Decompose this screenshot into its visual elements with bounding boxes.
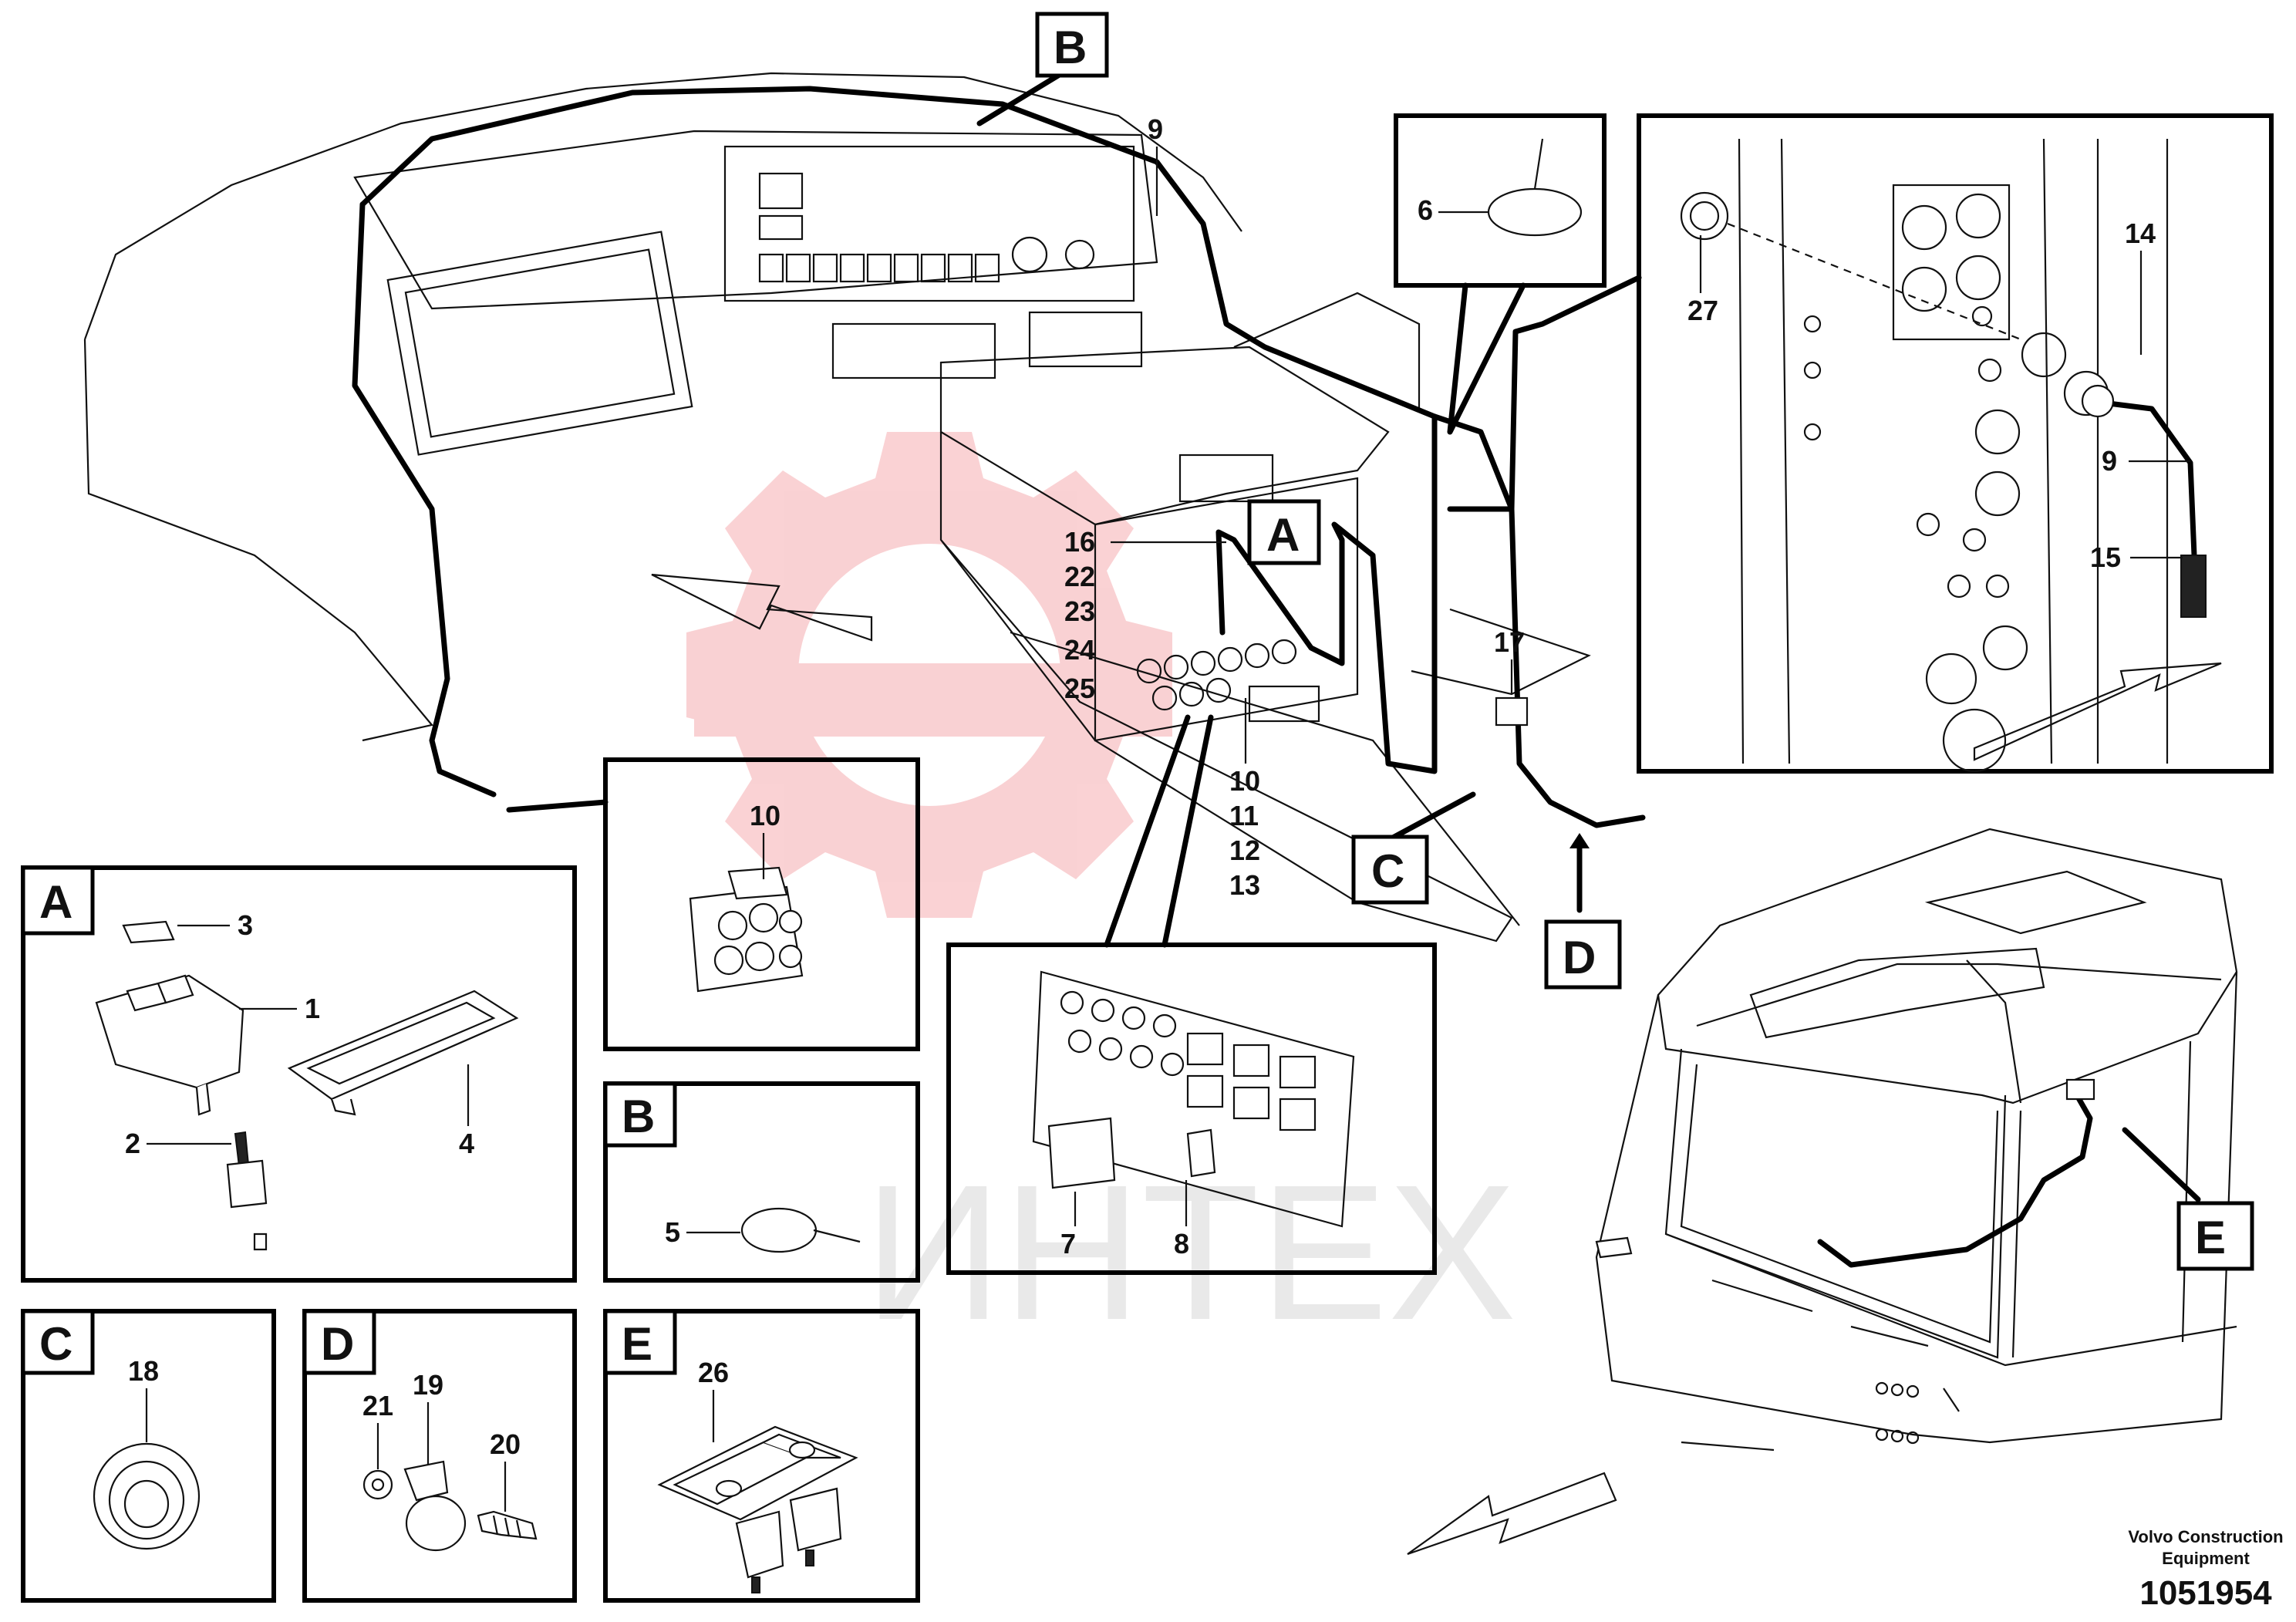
detail-box-A: A 3 1 2 4 (21, 865, 577, 1283)
label-13: 13 (1229, 869, 1260, 901)
callout-C: C (1351, 791, 1476, 905)
svg-text:B: B (1054, 22, 1087, 73)
label-9: 9 (2102, 445, 2117, 477)
callout-D: D (1544, 833, 1622, 990)
label-3: 3 (238, 909, 253, 941)
label-19: 19 (413, 1369, 443, 1401)
watermark-text: ИНТЕХ (864, 1145, 1516, 1360)
label-18: 18 (128, 1355, 159, 1387)
inset-tie-6: 6 (1394, 113, 1607, 435)
connector-17 (1495, 696, 1529, 727)
svg-text:A: A (1266, 509, 1300, 561)
detail-box-E: E 26 (603, 1309, 920, 1603)
inset-relay-fuse: 7 8 (946, 714, 1437, 1275)
callout-E: E (2122, 1127, 2254, 1271)
svg-text:E: E (2195, 1212, 2226, 1263)
label-9-top: 9 (1148, 113, 1163, 145)
label-15: 15 (2090, 541, 2121, 573)
label-8: 8 (1174, 1228, 1189, 1259)
callout-A: A (1247, 499, 1321, 565)
label-24: 24 (1064, 634, 1095, 666)
detail-box-B: B 5 (603, 1081, 920, 1283)
label-26: 26 (698, 1357, 729, 1388)
label-10: 10 (1229, 765, 1260, 797)
svg-text:C: C (1371, 845, 1404, 897)
label-14: 14 (2125, 218, 2156, 249)
detail-box-C: C 18 (21, 1309, 276, 1603)
svg-text:D: D (321, 1318, 354, 1370)
svg-text:6: 6 (1418, 194, 1433, 226)
label-22: 22 (1064, 561, 1095, 592)
label-21: 21 (362, 1390, 393, 1421)
svg-text:D: D (1563, 932, 1596, 983)
watermark-logo (686, 432, 1172, 918)
label-4: 4 (459, 1128, 474, 1159)
label-27: 27 (1687, 295, 1718, 326)
detail-box-D: D 21 19 20 (302, 1309, 577, 1603)
label-plug-10: 10 (750, 800, 781, 831)
svg-text:C: C (39, 1318, 72, 1370)
dashboard-drawing (83, 72, 1646, 943)
svg-text:A: A (39, 876, 72, 928)
label-11: 11 (1229, 800, 1259, 831)
brand-line-2: Equipment (2162, 1549, 2250, 1568)
cab-drawing (1407, 828, 2238, 1556)
label-17: 17 (1494, 626, 1525, 658)
drawing-number: 1051954 (2139, 1574, 2272, 1612)
svg-text:E: E (622, 1318, 652, 1370)
label-20: 20 (490, 1428, 521, 1460)
inset-connector-panel: 27 14 9 15 (1447, 113, 2274, 774)
label-12: 12 (1229, 835, 1260, 866)
label-25: 25 (1064, 673, 1095, 704)
label-1: 1 (305, 993, 320, 1024)
label-5: 5 (665, 1216, 680, 1248)
label-23: 23 (1064, 595, 1095, 627)
label-16: 16 (1064, 526, 1095, 558)
callout-B: B (976, 12, 1109, 126)
inset-plug-10: 10 (506, 757, 920, 1051)
label-2: 2 (125, 1128, 140, 1159)
svg-text:B: B (622, 1091, 655, 1142)
brand-line-1: Volvo Construction (2128, 1527, 2283, 1546)
label-7: 7 (1060, 1228, 1076, 1259)
